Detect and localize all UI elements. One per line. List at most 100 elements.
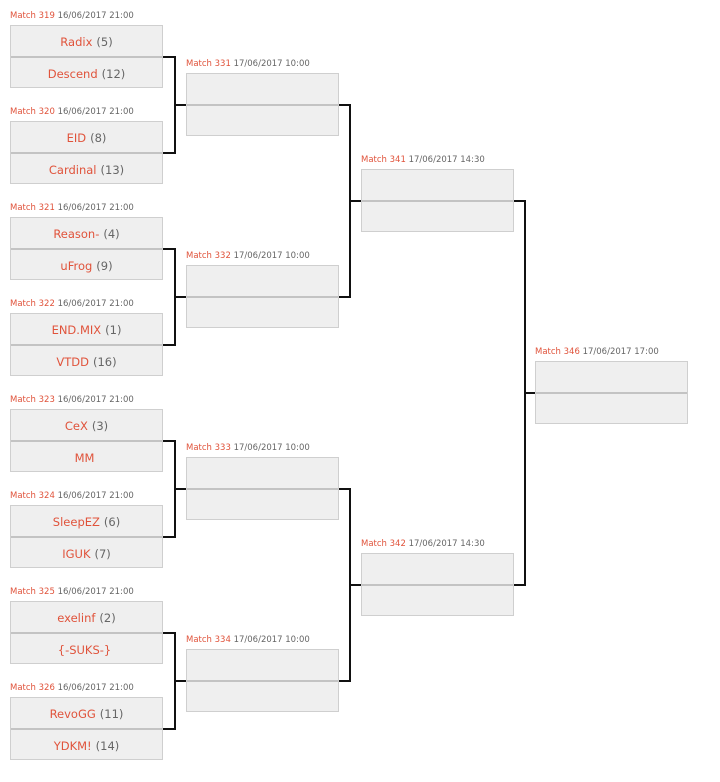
- team-slot-bottom[interactable]: Descend(12): [11, 58, 162, 89]
- bracket-connector: [163, 535, 176, 538]
- slot-divider: [11, 152, 162, 154]
- team-score: (5): [96, 34, 113, 49]
- match-number[interactable]: Match 319: [10, 11, 55, 21]
- match-datetime: 17/06/2017 10:00: [233, 443, 310, 453]
- team-slot-bottom[interactable]: {-SUKS-}: [11, 634, 162, 665]
- team-slot-top[interactable]: SleepEZ(6): [11, 506, 162, 537]
- team-name[interactable]: CeX: [64, 418, 88, 433]
- team-score: (13): [100, 162, 125, 177]
- match-number[interactable]: Match 326: [10, 683, 55, 693]
- team-slot-bottom[interactable]: Cardinal(13): [11, 154, 162, 185]
- team-slot-top[interactable]: exelinf(2): [11, 602, 162, 633]
- team-slot-top[interactable]: [187, 458, 338, 489]
- team-name[interactable]: exelinf: [57, 610, 96, 625]
- match-header: Match 322 16/06/2017 21:00: [10, 299, 134, 310]
- match-box: [535, 361, 688, 424]
- slot-divider: [187, 296, 338, 298]
- match-header: Match 323 16/06/2017 21:00: [10, 395, 134, 406]
- team-slot-top[interactable]: [187, 650, 338, 681]
- team-name[interactable]: RevoGG: [49, 706, 96, 721]
- team-name[interactable]: MM: [74, 450, 95, 465]
- match-number[interactable]: Match 332: [186, 251, 231, 261]
- match-datetime: 17/06/2017 10:00: [233, 251, 310, 261]
- team-slot-bottom[interactable]: [187, 682, 338, 713]
- team-name[interactable]: {-SUKS-}: [57, 642, 112, 657]
- team-name[interactable]: Reason-: [53, 226, 100, 241]
- match-datetime: 17/06/2017 17:00: [582, 347, 659, 357]
- team-name[interactable]: IGUK: [62, 546, 91, 561]
- match-datetime: 17/06/2017 10:00: [233, 635, 310, 645]
- slot-divider: [11, 248, 162, 250]
- match-number[interactable]: Match 341: [361, 155, 406, 165]
- match-number[interactable]: Match 333: [186, 443, 231, 453]
- match-number[interactable]: Match 325: [10, 587, 55, 597]
- bracket-connector: [339, 679, 351, 682]
- team-name[interactable]: SleepEZ: [52, 514, 100, 529]
- match-box: RevoGG(11)YDKM!(14): [10, 697, 163, 760]
- match-box: SleepEZ(6)IGUK(7): [10, 505, 163, 568]
- match-box: [361, 169, 514, 232]
- team-name[interactable]: YDKM!: [53, 738, 92, 753]
- team-score: (8): [90, 130, 107, 145]
- team-score: (9): [96, 258, 113, 273]
- bracket-connector: [174, 103, 186, 106]
- bracket-connector: [514, 199, 526, 202]
- match-number[interactable]: Match 320: [10, 107, 55, 117]
- match-box: END.MIX(1)VTDD(16): [10, 313, 163, 376]
- team-name[interactable]: END.MIX: [51, 322, 102, 337]
- team-slot-bottom[interactable]: VTDD(16): [11, 346, 162, 377]
- match-header: Match 326 16/06/2017 21:00: [10, 683, 134, 694]
- match-number[interactable]: Match 323: [10, 395, 55, 405]
- match-datetime: 16/06/2017 21:00: [57, 683, 134, 693]
- team-slot-top[interactable]: [362, 170, 513, 201]
- team-slot-bottom[interactable]: [362, 202, 513, 233]
- team-slot-top[interactable]: CeX(3): [11, 410, 162, 441]
- team-name[interactable]: Cardinal: [48, 162, 97, 177]
- team-slot-top[interactable]: [362, 554, 513, 585]
- slot-divider: [11, 56, 162, 58]
- team-slot-bottom[interactable]: YDKM!(14): [11, 730, 162, 761]
- team-slot-top[interactable]: EID(8): [11, 122, 162, 153]
- bracket-connector: [163, 55, 176, 58]
- bracket-connector: [524, 391, 535, 394]
- team-name[interactable]: VTDD: [56, 354, 89, 369]
- match-number[interactable]: Match 334: [186, 635, 231, 645]
- match-box: [361, 553, 514, 616]
- team-slot-bottom[interactable]: uFrog(9): [11, 250, 162, 281]
- team-slot-bottom[interactable]: MM: [11, 442, 162, 473]
- match-number[interactable]: Match 321: [10, 203, 55, 213]
- team-slot-top[interactable]: RevoGG(11): [11, 698, 162, 729]
- team-slot-top[interactable]: [536, 362, 687, 393]
- team-score: (12): [101, 66, 126, 81]
- match-number[interactable]: Match 322: [10, 299, 55, 309]
- team-slot-bottom[interactable]: [187, 106, 338, 137]
- team-slot-bottom[interactable]: IGUK(7): [11, 538, 162, 569]
- match-number[interactable]: Match 324: [10, 491, 55, 501]
- team-slot-top[interactable]: END.MIX(1): [11, 314, 162, 345]
- team-name[interactable]: uFrog: [60, 258, 93, 273]
- match-number[interactable]: Match 342: [361, 539, 406, 549]
- team-name[interactable]: Descend: [47, 66, 98, 81]
- team-name[interactable]: EID: [66, 130, 87, 145]
- match-header: Match 321 16/06/2017 21:00: [10, 203, 134, 214]
- match-datetime: 16/06/2017 21:00: [57, 107, 134, 117]
- team-score: (1): [105, 322, 122, 337]
- team-slot-top[interactable]: Radix(5): [11, 26, 162, 57]
- team-name[interactable]: Radix: [60, 34, 93, 49]
- slot-divider: [11, 344, 162, 346]
- team-slot-bottom[interactable]: [536, 394, 687, 425]
- team-slot-bottom[interactable]: [187, 298, 338, 329]
- match-box: exelinf(2) {-SUKS-}: [10, 601, 163, 664]
- team-slot-bottom[interactable]: [187, 490, 338, 521]
- bracket-connector: [174, 487, 186, 490]
- match-number[interactable]: Match 346: [535, 347, 580, 357]
- team-score: (7): [94, 546, 111, 561]
- team-slot-top[interactable]: [187, 74, 338, 105]
- match-number[interactable]: Match 331: [186, 59, 231, 69]
- team-slot-top[interactable]: Reason-(4): [11, 218, 162, 249]
- bracket-connector: [163, 247, 176, 250]
- team-score: (2): [99, 610, 116, 625]
- team-slot-bottom[interactable]: [362, 586, 513, 617]
- match-datetime: 16/06/2017 21:00: [57, 491, 134, 501]
- team-slot-top[interactable]: [187, 266, 338, 297]
